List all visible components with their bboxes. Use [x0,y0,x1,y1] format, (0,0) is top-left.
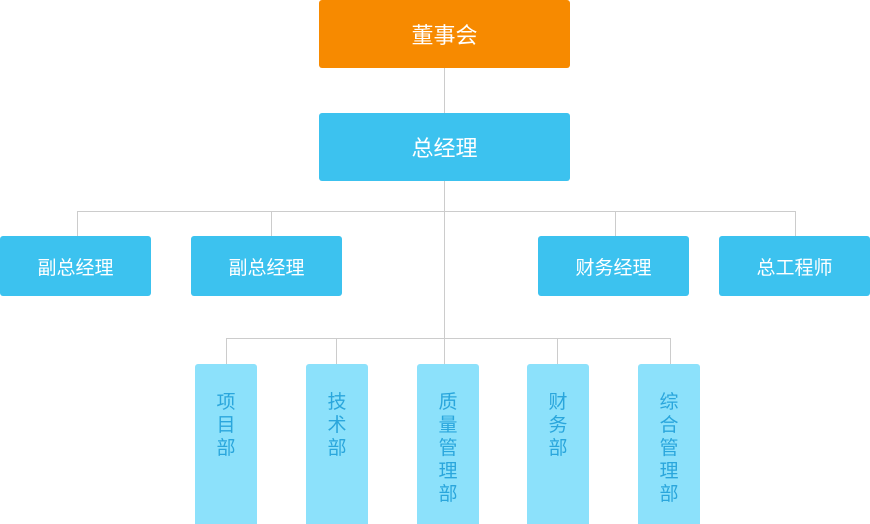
department-node-finance: 财 务 部 [527,364,589,524]
board-node: 董事会 [319,0,570,68]
manager-node-deputy-1: 副总经理 [0,236,151,296]
department-label: 财 务 部 [548,391,568,459]
board-label: 董事会 [411,24,478,49]
department-node-general-admin: 综 合 管 理 部 [638,364,700,524]
manager-label: 副总经理 [228,256,305,279]
department-label: 项 目 部 [216,391,236,459]
department-node-quality: 质 量 管 理 部 [417,364,479,524]
manager-node-chief-engineer: 总工程师 [719,236,870,296]
general-manager-label: 总经理 [411,137,478,162]
manager-node-deputy-2: 副总经理 [191,236,342,296]
manager-label: 总工程师 [756,256,833,279]
manager-node-finance: 财务经理 [538,236,689,296]
department-label: 综 合 管 理 部 [659,391,679,505]
general-manager-node: 总经理 [319,113,570,181]
department-node-technology: 技 术 部 [306,364,368,524]
department-label: 技 术 部 [327,391,347,459]
department-node-project: 项 目 部 [195,364,257,524]
manager-label: 财务经理 [575,256,652,279]
manager-label: 副总经理 [37,256,114,279]
department-label: 质 量 管 理 部 [438,391,458,505]
